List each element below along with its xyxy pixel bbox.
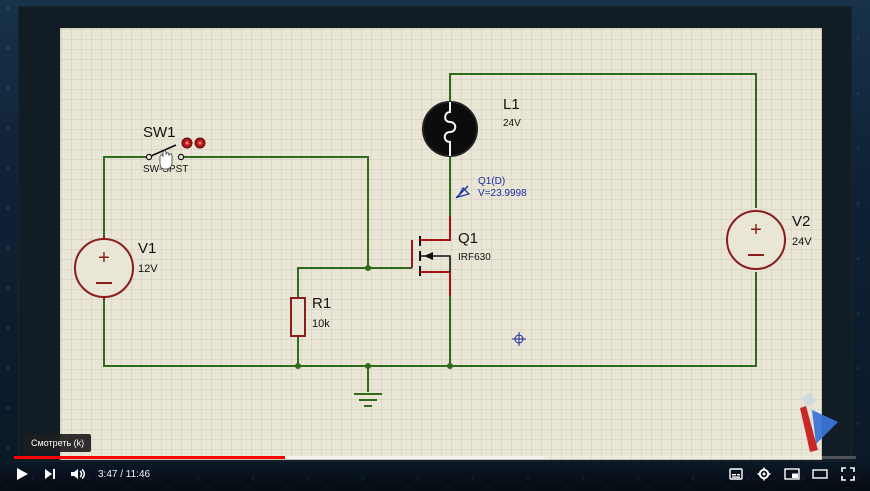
subtitles-icon	[729, 468, 743, 480]
hand-cursor-icon	[159, 150, 173, 170]
q1-type: IRF630	[458, 252, 491, 263]
q1-label: Q1	[458, 230, 478, 247]
l1-label: L1	[503, 96, 520, 113]
left-controls: 3:47 / 11:46	[14, 461, 150, 487]
junction-dot	[365, 363, 371, 369]
next-button[interactable]	[42, 466, 58, 482]
wire-switch-to-gate-node	[183, 156, 369, 268]
junctions	[295, 265, 453, 369]
channel-logo	[800, 392, 838, 452]
junction-dot	[295, 363, 301, 369]
time-display: 3:47 / 11:46	[98, 468, 151, 480]
schematic-sheet	[60, 28, 822, 460]
q1-source-lead	[420, 271, 451, 296]
ground-symbol	[354, 393, 382, 407]
theater-button[interactable]	[812, 466, 828, 482]
junction-dot	[365, 265, 371, 271]
settings-button[interactable]	[756, 466, 772, 482]
volume-icon	[71, 468, 85, 480]
r1-label: R1	[312, 295, 331, 312]
q1-drain-lead	[420, 216, 451, 241]
r1-body[interactable]	[290, 297, 306, 337]
v1-plus-sign: +	[98, 247, 110, 269]
v1-source[interactable]: +	[74, 236, 134, 300]
voltage-probe[interactable]	[455, 185, 471, 199]
q1-mosfet[interactable]	[411, 216, 451, 296]
l1-lamp[interactable]	[422, 101, 478, 157]
wire-bottom-rail	[103, 272, 757, 367]
l1-value: 24V	[503, 118, 521, 129]
progress-bar[interactable]	[14, 456, 856, 459]
q1-arrow	[424, 252, 433, 260]
r1-resistor[interactable]	[290, 297, 306, 337]
v2-value: 24V	[792, 236, 812, 248]
sw1-switch[interactable]	[145, 137, 206, 161]
miniplayer-button[interactable]	[784, 466, 800, 482]
wire-v1-to-switch	[103, 156, 148, 236]
junction-dot	[447, 363, 453, 369]
theater-icon	[812, 469, 828, 479]
play-button[interactable]	[14, 466, 30, 482]
v1-label: V1	[138, 240, 156, 257]
v1-value: 12V	[138, 263, 158, 275]
wire-node-to-r1	[297, 267, 368, 298]
l1-filament	[443, 102, 457, 156]
fullscreen-icon	[841, 467, 855, 481]
probe-icon[interactable]	[456, 187, 471, 198]
controls-bar	[0, 459, 870, 491]
probe-value: V=23.9998	[478, 188, 527, 199]
sw1-label: SW1	[143, 124, 176, 141]
r1-value: 10k	[312, 318, 330, 330]
right-controls	[728, 461, 856, 487]
wire-lamp-to-v2	[449, 73, 757, 208]
v2-label: V2	[792, 213, 810, 230]
wires	[103, 73, 757, 392]
sw1-contact-right	[177, 153, 185, 161]
sw1-type: SW-SPST	[143, 164, 188, 175]
sw1-toggle-dot	[198, 141, 202, 145]
sw1-toggle-dot	[185, 141, 189, 145]
v2-circle[interactable]	[726, 210, 786, 270]
play-icon	[17, 468, 28, 480]
tooltip: Смотреть (k)	[24, 434, 92, 452]
crosshair-cursor-icon	[512, 332, 526, 346]
subtitles-button[interactable]	[728, 466, 744, 482]
sw1-contact-left	[145, 153, 153, 161]
q1-body-lead	[420, 255, 451, 272]
gear-icon	[757, 467, 771, 481]
next-icon	[45, 469, 55, 479]
v2-source[interactable]: +	[726, 210, 786, 270]
fullscreen-button[interactable]	[840, 466, 856, 482]
v2-plus-sign: +	[750, 219, 762, 241]
progress-played	[14, 456, 285, 459]
volume-button[interactable]	[70, 466, 86, 482]
miniplayer-icon	[784, 468, 800, 480]
sw1-lever[interactable]	[150, 144, 177, 157]
probe-label: Q1(D)	[478, 176, 505, 187]
